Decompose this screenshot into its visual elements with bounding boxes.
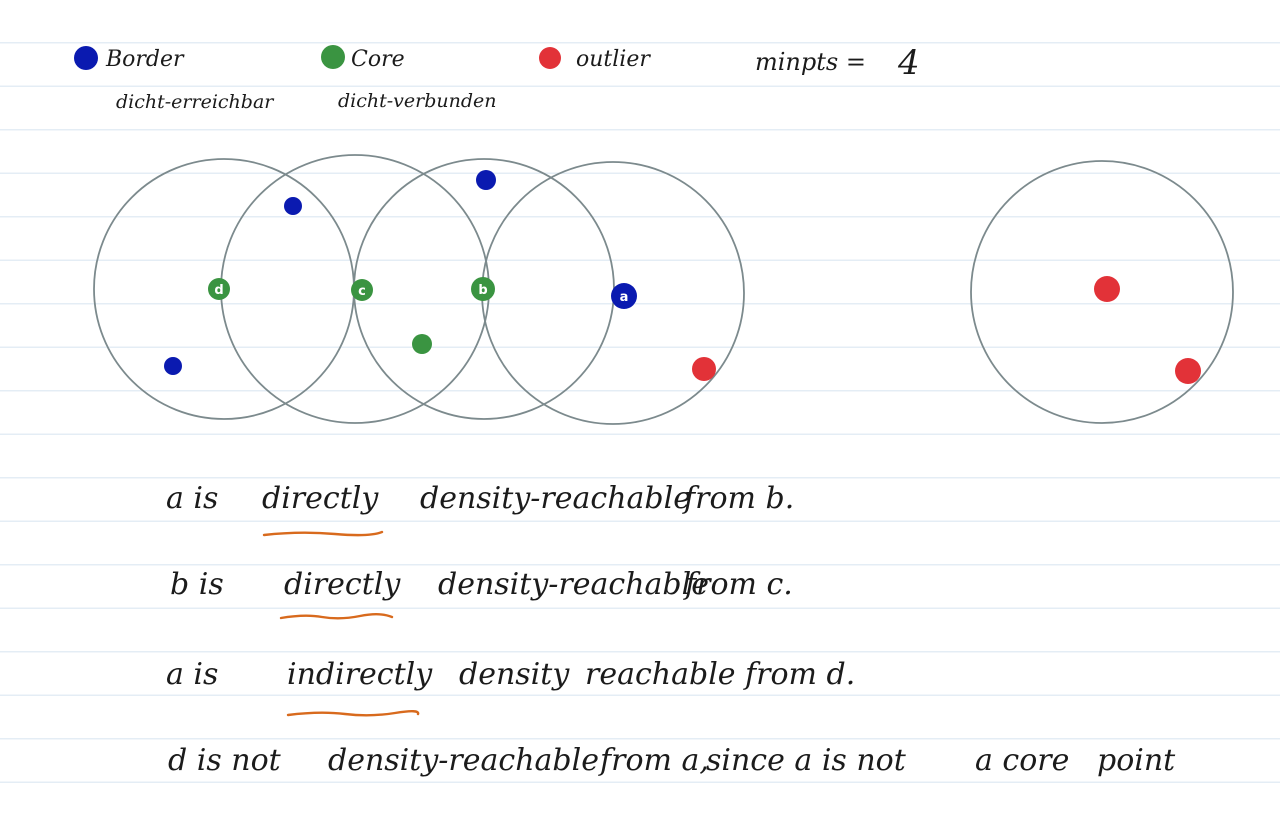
point-a-label: a — [620, 290, 629, 305]
statement-3-emphasis: indirectly — [287, 657, 433, 692]
minpts-value: 4 — [897, 43, 920, 83]
point-d: d — [208, 278, 230, 300]
statement-3-term: density — [459, 657, 570, 692]
statement-3-subject: a is — [166, 657, 218, 692]
statement-4-reason: since a is not — [706, 743, 907, 778]
border-point — [284, 197, 302, 215]
statement-1-emphasis: directly — [262, 481, 379, 516]
statement-1-source: from b. — [682, 481, 794, 516]
statement-4-source: from a, — [598, 743, 709, 778]
points: d c b a — [164, 170, 1201, 384]
statement-2-source: from c. — [683, 567, 793, 602]
legend: Border dicht-erreichbar Core dicht-verbu… — [74, 43, 920, 113]
point-b: b — [471, 277, 495, 301]
statement-4-reason-3: point — [1097, 743, 1176, 778]
statement-1: a is directly density-reachable from b. — [166, 481, 794, 537]
legend-minpts: minpts = 4 — [755, 43, 920, 83]
outlier-point — [692, 357, 716, 381]
statement-2: b is directly density-reachable from c. — [170, 567, 793, 620]
minpts-label: minpts = — [755, 48, 866, 76]
statement-1-subject: a is — [166, 481, 218, 516]
point-c: c — [351, 279, 373, 301]
statement-1-underline — [262, 530, 384, 537]
legend-border-label: Border — [105, 47, 185, 72]
legend-core-sublabel: dicht-verbunden — [338, 90, 497, 112]
border-point — [164, 357, 182, 375]
statement-3-underline — [286, 710, 420, 717]
statement-2-subject: b is — [170, 567, 224, 602]
point-c-label: c — [358, 284, 366, 299]
statement-4-reason-2: a core — [975, 743, 1069, 778]
border-swatch — [74, 46, 98, 70]
point-c-marker — [351, 279, 373, 301]
statement-3: a is indirectly density reachable from d… — [166, 657, 855, 717]
point-b-label: b — [478, 283, 487, 298]
statement-3-source: from d. — [743, 657, 855, 692]
point-a: a — [611, 283, 637, 309]
outlier-swatch — [539, 47, 561, 69]
legend-border-sublabel: dicht-erreichbar — [116, 91, 275, 113]
legend-outlier: outlier — [539, 47, 651, 72]
statement-2-term: density-reachable — [438, 567, 709, 602]
outlier-point — [1094, 276, 1120, 302]
statement-1-term: density-reachable — [420, 481, 691, 516]
legend-core-label: Core — [351, 47, 405, 72]
core-swatch — [321, 45, 345, 69]
legend-outlier-label: outlier — [576, 47, 651, 72]
statement-2-underline — [279, 613, 394, 620]
statement-3-term-2: reachable — [585, 657, 736, 692]
legend-core: Core dicht-verbunden — [321, 45, 497, 112]
point-d-marker — [208, 278, 230, 300]
outlier-point — [1175, 358, 1201, 384]
statement-4: d is not density-reachable from a, since… — [168, 743, 1176, 778]
statements: a is directly density-reachable from b. … — [166, 481, 1176, 778]
border-point — [476, 170, 496, 190]
statement-2-emphasis: directly — [284, 567, 401, 602]
point-a-marker — [611, 283, 637, 309]
core-point — [412, 334, 432, 354]
legend-border: Border dicht-erreichbar — [74, 46, 275, 113]
neighbourhoods — [93, 154, 1234, 425]
statement-4-term: density-reachable — [328, 743, 599, 778]
statement-4-subject: d is not — [168, 743, 282, 778]
point-b-marker — [471, 277, 495, 301]
point-d-label: d — [214, 283, 223, 298]
neighbourhood-isolated — [970, 160, 1234, 424]
